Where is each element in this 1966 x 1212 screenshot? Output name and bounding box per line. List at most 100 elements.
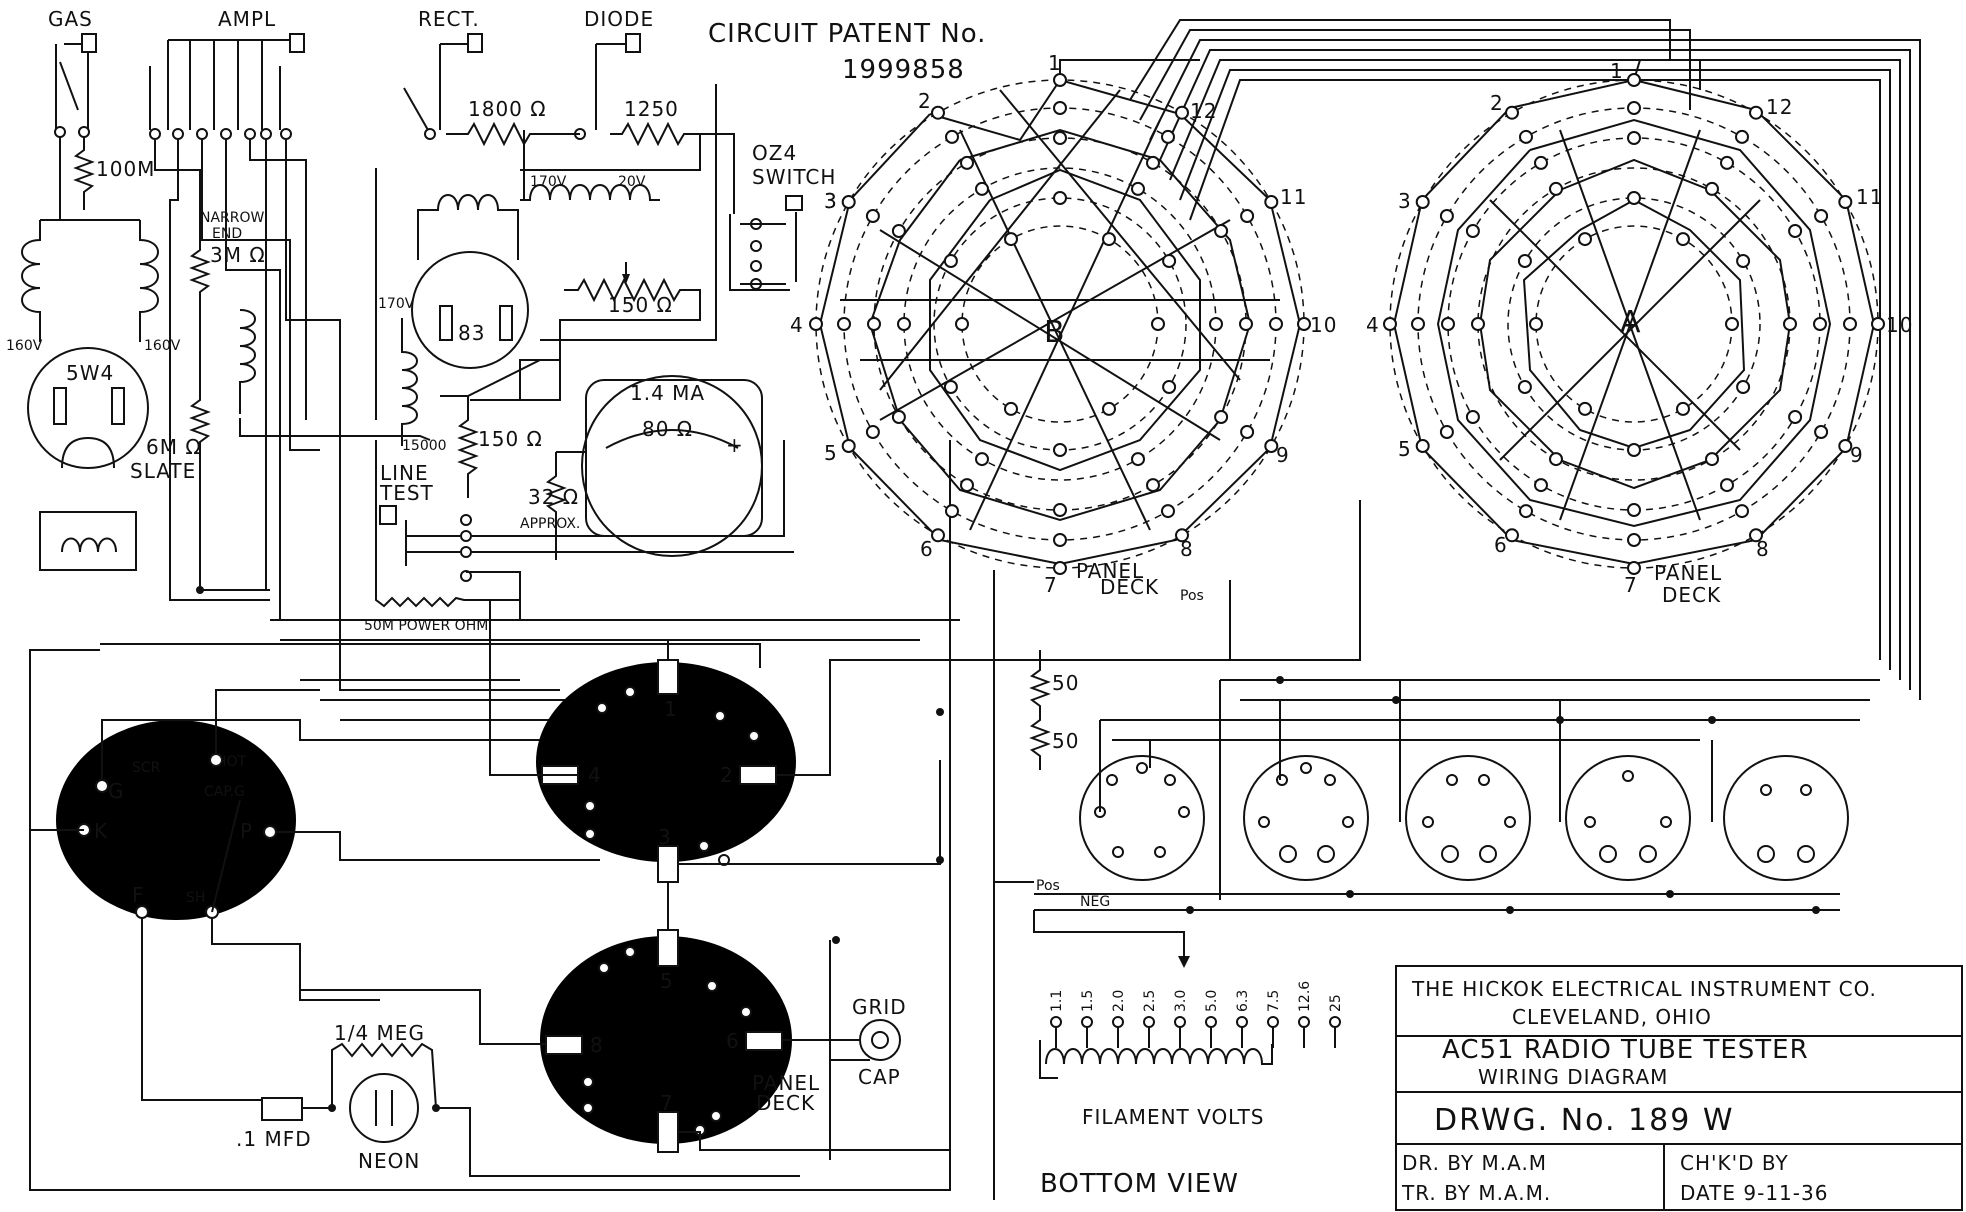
grid-cap[interactable]: GRID CAP [852,995,907,1089]
dial-contact [1549,181,1563,196]
dial-contact [1161,129,1175,144]
r150b-label: 150 Ω [478,427,543,451]
filament-tap-label: 1.1 [1049,990,1065,1012]
filament-tap-label: 5.0 [1204,990,1220,1012]
dial-a-11: 11 [1856,185,1883,209]
switch-pos-5: 5 [660,969,674,993]
bottom-view-label: BOTTOM VIEW [1040,1169,1239,1199]
patent-title: CIRCUIT PATENT No. [708,19,986,49]
dial-contact [865,425,880,439]
dial-contact [1102,232,1116,247]
dial-contact [1162,254,1177,268]
dial-contact [1627,73,1641,87]
dial-b-pins [809,73,1311,575]
dial-contact [1297,317,1311,331]
dial-a-6: 6 [1494,533,1508,557]
dial-contact [945,504,959,519]
dial-contact [1162,380,1177,394]
dial-contact [1209,317,1223,331]
dial-contact [1505,528,1519,543]
dial-contact [1627,191,1641,205]
dial-contact [1004,232,1018,247]
line-test-label: LINE [380,461,429,485]
dial-contact [1735,504,1749,519]
pin-sh: SH [186,890,205,906]
filament-tap-pin [1050,1016,1062,1028]
dial-contact [1175,528,1189,543]
dial-a-panel-label: PANEL [1654,561,1722,585]
r50b-label: 50 [1052,729,1079,753]
dial-contact [955,317,969,331]
dial-contact [1627,561,1641,575]
line-test-button[interactable] [379,505,397,525]
dial-contact [1415,195,1430,209]
dial-contact [1415,439,1430,453]
company-name: THE HICKOK ELECTRICAL INSTRUMENT CO. [1411,977,1877,1001]
deck-lower-label: DECK [756,1091,815,1115]
pin-g: G [108,779,125,803]
dial-contact [891,224,906,238]
gas-label: GAS [48,7,93,31]
switch-pos-4: 4 [588,763,602,787]
dial-contact [1534,155,1548,170]
dial-contact [1239,317,1253,331]
dial-contact [1676,232,1690,247]
dial-contact [1053,101,1067,115]
filament-tap-label: 1.5 [1080,990,1096,1012]
r32-label: 32 Ω [528,485,579,509]
meter: 1.4 MA 80 Ω + [581,375,763,557]
dial-contact [1214,224,1229,238]
dial-contact [960,478,974,493]
dial-contact [1146,478,1160,493]
mfd-label: .1 MFD [236,1127,312,1151]
dial-contact [1519,129,1533,144]
dial-a-2: 2 [1490,91,1504,115]
tube-5w4: 5W4 [27,347,149,469]
choke-coil [239,309,256,414]
oz4-label: OZ4 [752,141,797,165]
dial-contact [1736,254,1751,268]
r15000-label: 15000 [402,438,447,454]
dial-contact [1439,425,1454,439]
dial-contact [1838,439,1853,453]
grid-label: GRID [852,995,907,1019]
dial-contact [1529,317,1543,331]
dial-b-2: 2 [918,89,932,113]
dial-contact [1720,478,1734,493]
neg-label: NEG [1080,894,1110,910]
dial-contact [931,105,945,120]
switch-pos-7: 7 [660,1091,674,1115]
resistor-1250: 1250 [520,97,701,171]
pin-f: F [132,883,145,907]
dial-contact [1214,410,1229,424]
filament-selector: FILAMENT VOLTS [1039,934,1273,1129]
dial-a-12: 12 [1766,95,1793,119]
dial-a-5: 5 [1398,437,1412,461]
pin-p: P [240,819,253,843]
dial-contact [1627,101,1641,115]
r100m-label: 100M [96,157,155,181]
filament-box [39,511,137,571]
dial-contact [1102,401,1116,416]
dial-contact [865,209,880,223]
filament-tap-pin [1205,1016,1217,1028]
selector-switch-upper: 1 2 4 3 [536,659,796,883]
dial-contact [1783,317,1797,331]
filament-tap-label: 2.5 [1142,990,1158,1012]
dial-contact [1843,317,1857,331]
tube-83: 83 [411,251,529,369]
dial-contact [1519,504,1533,519]
checked-by: CH'K'D BY [1680,1151,1789,1175]
switch-pos-2: 2 [720,763,734,787]
pos2-label: Pos [1036,878,1060,894]
dial-contact [1131,452,1145,467]
line-test-label2: TEST [379,481,434,505]
pos1-label: Pos [1180,588,1204,604]
r1800-label: 1800 Ω [468,97,547,121]
dial-contact [1264,439,1279,453]
dial-b-3: 3 [824,189,838,213]
dial-contact [1053,561,1067,575]
dial-contact [1788,224,1803,238]
meter-ma-label: 1.4 MA [630,381,705,405]
